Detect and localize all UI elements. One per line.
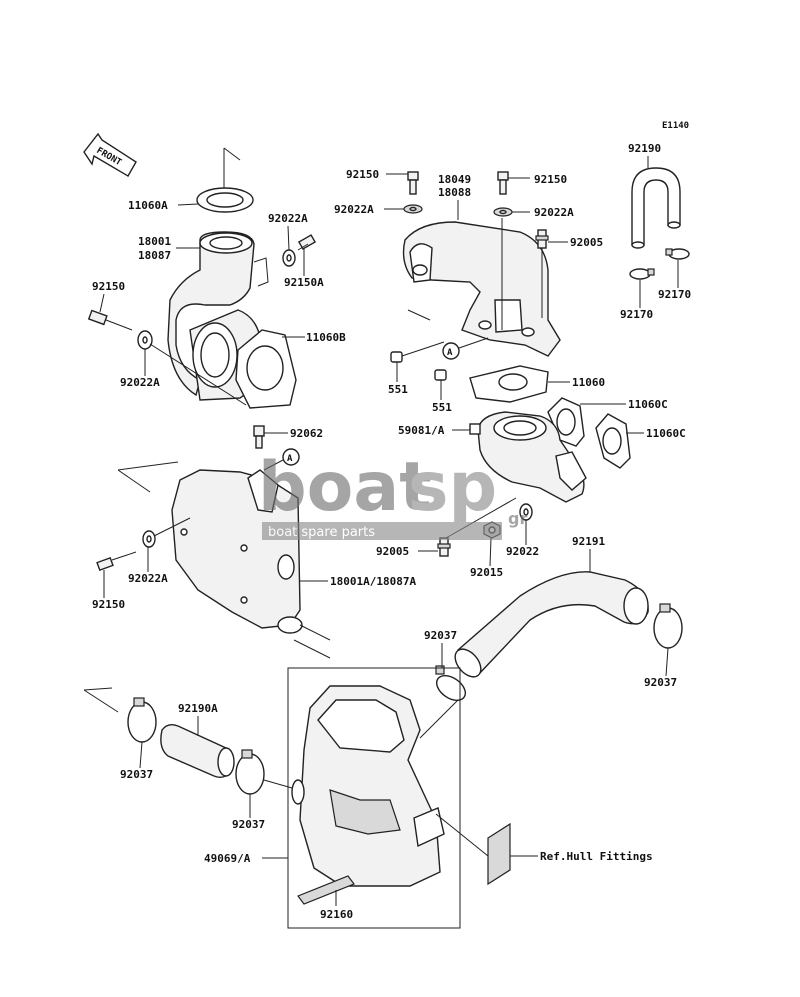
label-18088: 18088 <box>438 186 471 199</box>
clamp-92170-left <box>629 268 655 280</box>
washer-92022A-mid <box>403 204 423 214</box>
stud-92062 <box>253 425 265 449</box>
label-92191: 92191 <box>572 535 605 548</box>
bolt-92150A <box>297 234 317 251</box>
gasket-11060C-b <box>595 413 631 469</box>
water-box-49069 <box>291 685 445 887</box>
label-92015: 92015 <box>470 566 503 579</box>
label-92037-left: 92037 <box>120 768 153 781</box>
clamp-92170-right <box>665 248 690 260</box>
label-18049: 18049 <box>438 173 471 186</box>
decal-92160 <box>297 875 355 905</box>
label-92037-right: 92037 <box>644 676 677 689</box>
gasket-11060A <box>196 187 254 213</box>
watermark-brand-right: sp <box>408 448 497 527</box>
label-18001: 18001 <box>138 235 171 248</box>
washer-92022A-top <box>282 249 296 267</box>
label-11060: 11060 <box>572 376 605 389</box>
label-11060B: 11060B <box>306 331 346 344</box>
label-92150A: 92150A <box>284 276 324 289</box>
hull-fitting-plate <box>487 822 511 886</box>
gasket-11060C-a <box>547 397 585 447</box>
label-18087: 18087 <box>138 249 171 262</box>
fitting-92005-bottom <box>437 537 451 557</box>
bolt-92150-left <box>87 309 133 331</box>
label-11060C-b: 11060C <box>646 427 686 440</box>
clamp-92037-lower <box>235 749 265 795</box>
label-49069: 49069/A <box>204 852 251 865</box>
label-11060C-a: 11060C <box>628 398 668 411</box>
label-ref-hull-fittings: Ref.Hull Fittings <box>540 850 653 863</box>
fitting-92005-top <box>535 229 549 249</box>
clamp-92037-left <box>127 697 157 743</box>
callout-a-lower: A <box>282 448 300 466</box>
washer-92022A-bottom <box>142 530 156 548</box>
expansion-chamber-18001A <box>171 469 303 634</box>
label-551-a: 551 <box>388 383 408 396</box>
bolt-92150-bottom <box>96 551 137 572</box>
label-92005-top: 92005 <box>570 236 603 249</box>
clamp-92037-center <box>435 665 467 702</box>
label-92022: 92022 <box>506 545 539 558</box>
label-92150-mid-right: 92150 <box>534 173 567 186</box>
label-92022A-mid: 92022A <box>334 203 374 216</box>
washer-92022A-left <box>137 330 153 350</box>
label-92022A-bottom: 92022A <box>128 572 168 585</box>
bolt-92150-mid-right <box>497 171 509 195</box>
hose-92190A <box>160 723 235 779</box>
bolt-92150-mid-left <box>407 171 419 195</box>
exhaust-manifold-18049 <box>402 221 561 357</box>
assembly-bracket-outline <box>287 667 461 929</box>
svg-text:A: A <box>447 348 453 358</box>
hose-92190 <box>631 167 681 249</box>
gasket-11060 <box>469 365 549 403</box>
label-92150-bottom: 92150 <box>92 598 125 611</box>
label-92062: 92062 <box>290 427 323 440</box>
watermark-tagline: boat spare parts <box>268 525 375 540</box>
label-92150-mid-left: 92150 <box>346 168 379 181</box>
watermark-brand-left: boat <box>258 448 432 527</box>
pin-551-a <box>390 351 403 363</box>
label-92022A-mid-right: 92022A <box>534 206 574 219</box>
label-92160: 92160 <box>320 908 353 921</box>
front-arrow-icon: FRONT <box>83 132 137 177</box>
label-92150-left: 92150 <box>92 280 125 293</box>
label-92190: 92190 <box>628 142 661 155</box>
gasket-11060B <box>235 329 297 409</box>
label-59081: 59081/A <box>398 424 445 437</box>
callout-a-upper: A <box>442 342 460 360</box>
washer-92022 <box>519 503 533 521</box>
watermark-tld: gr <box>508 509 527 528</box>
clamp-92037-right <box>653 603 683 649</box>
label-92170-right: 92170 <box>658 288 691 301</box>
label-92170-left: 92170 <box>620 308 653 321</box>
label-92037-center: 92037 <box>424 629 457 642</box>
washer-92022A-mid-right <box>493 207 513 217</box>
label-11060A: 11060A <box>128 199 168 212</box>
label-92190A: 92190A <box>178 702 218 715</box>
svg-text:A: A <box>287 454 293 464</box>
label-92037-lower: 92037 <box>232 818 265 831</box>
label-92022A-left: 92022A <box>120 376 160 389</box>
boatsp-watermark-logo: boat sp gr boat spare parts <box>258 448 527 540</box>
label-92005-bottom: 92005 <box>376 545 409 558</box>
label-551-b: 551 <box>432 401 452 414</box>
exhaust-elbow-59081 <box>469 411 587 503</box>
diagram-code: E1140 <box>662 121 689 131</box>
label-92022A-top: 92022A <box>268 212 308 225</box>
pin-551-b <box>434 369 447 381</box>
hose-92191 <box>454 571 649 678</box>
label-18001A: 18001A/18087A <box>330 575 416 588</box>
